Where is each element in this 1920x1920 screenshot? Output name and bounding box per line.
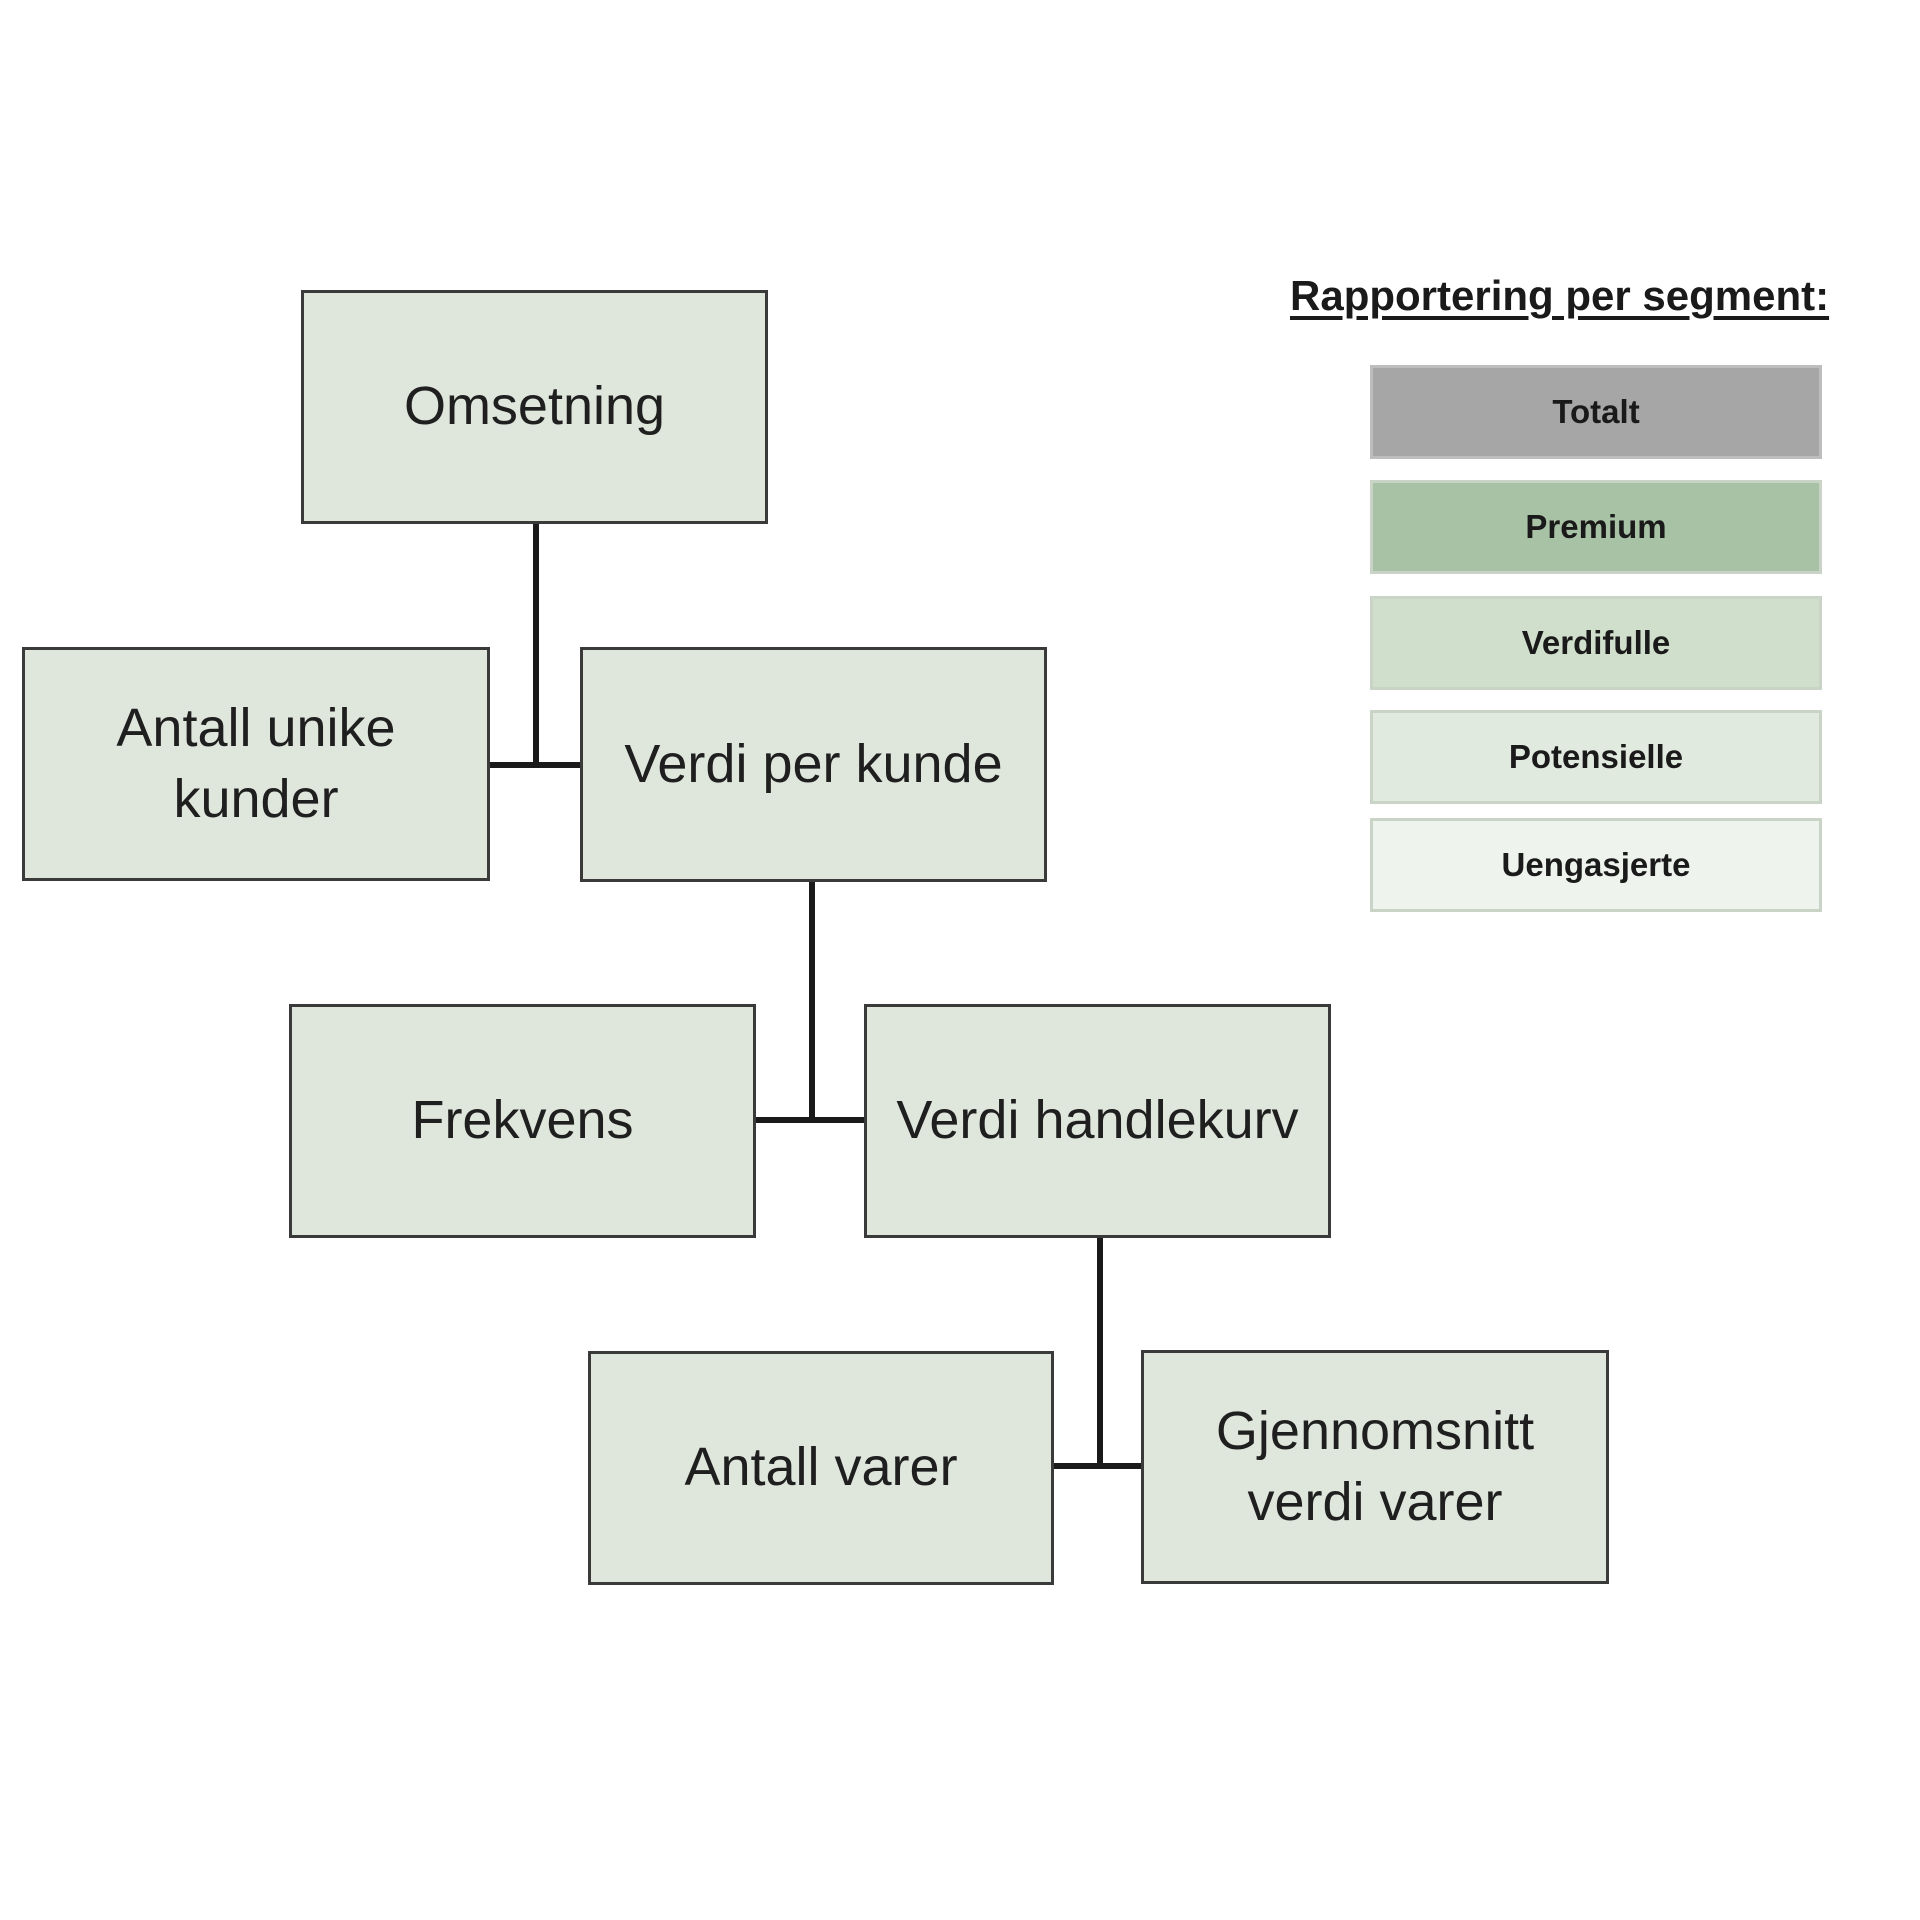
connector-level3-horizontal [1053,1463,1141,1469]
legend-item-totalt: Totalt [1370,365,1822,459]
node-omsetning: Omsetning [301,290,768,524]
legend-item-verdifulle: Verdifulle [1370,596,1822,690]
connector-verdi-handlekurv-vertical [1097,1238,1103,1468]
node-antall-varer: Antall varer [588,1351,1054,1585]
legend-item-premium: Premium [1370,480,1822,574]
connector-level1-horizontal [490,762,580,768]
legend-item-potensielle: Potensielle [1370,710,1822,804]
legend-title: Rapportering per segment: [1290,272,1830,319]
connector-omsetning-vertical [533,524,539,768]
node-verdi-per-kunde: Verdi per kunde [580,647,1047,882]
node-antall-unike-kunder: Antall unike kunder [22,647,490,881]
connector-level2-horizontal [756,1117,864,1123]
node-gjennomsnitt-verdi-varer: Gjennomsnitt verdi varer [1141,1350,1609,1584]
node-frekvens: Frekvens [289,1004,756,1238]
node-verdi-handlekurv: Verdi handlekurv [864,1004,1331,1238]
connector-verdi-per-kunde-vertical [809,882,815,1122]
legend-item-uengasjerte: Uengasjerte [1370,818,1822,912]
